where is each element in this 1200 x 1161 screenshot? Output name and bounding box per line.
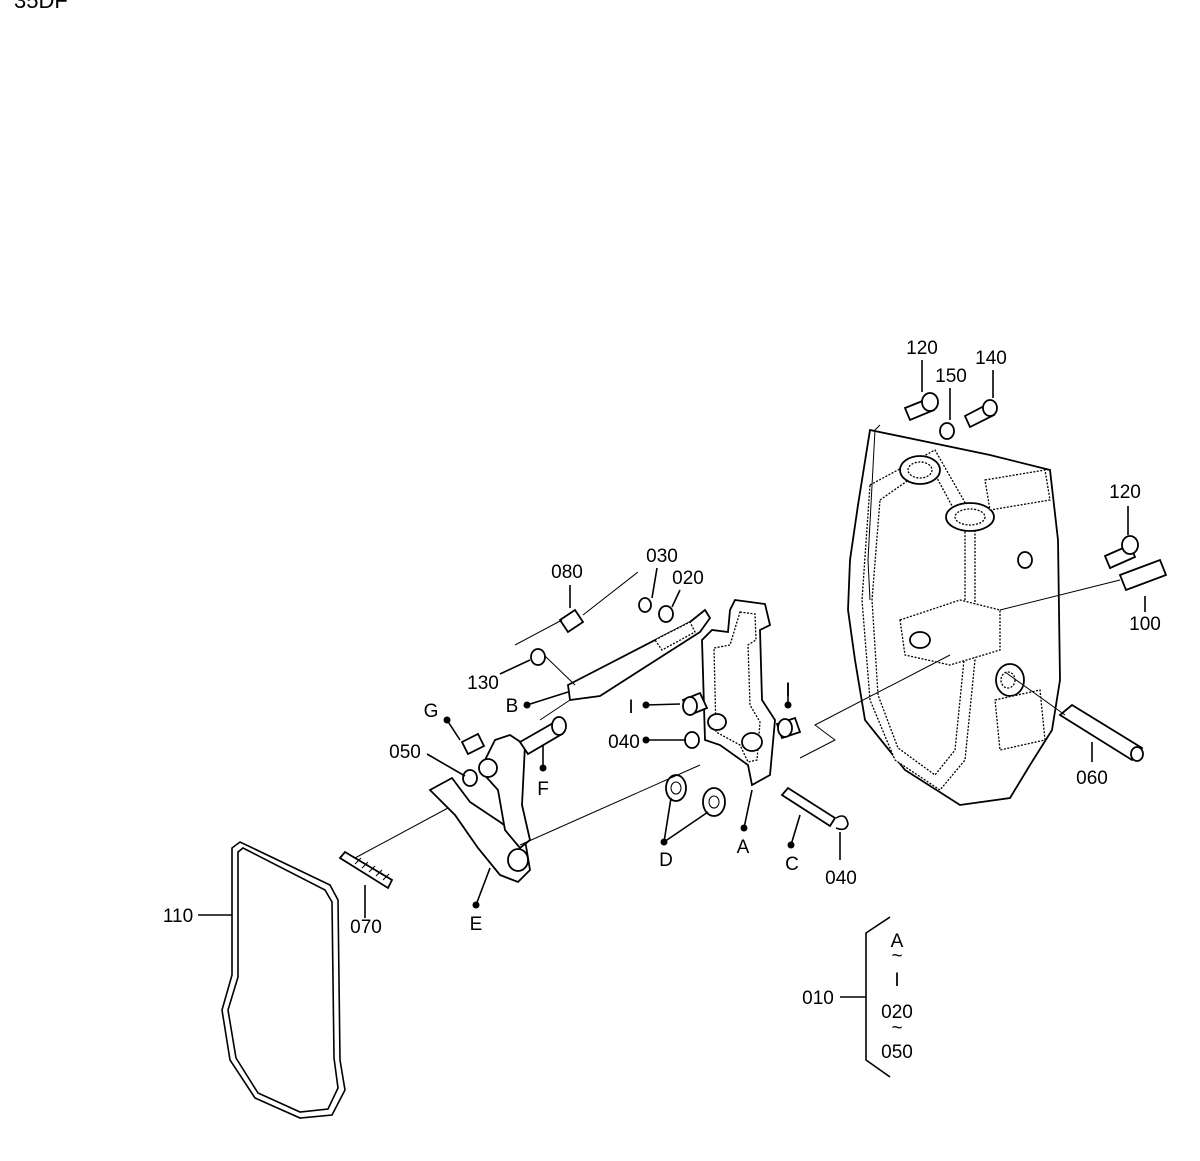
gasket-110 xyxy=(221,841,346,1119)
callout-050: 050 xyxy=(389,742,421,763)
callout-i-left: I xyxy=(628,697,633,718)
stud-bolt-100 xyxy=(1118,558,1168,592)
bolt-140 xyxy=(963,399,998,429)
callout-labels: 120 150 140 120 100 060 080 030 020 130 … xyxy=(163,338,1161,938)
kit-line-i: I xyxy=(894,970,899,991)
nut-030 xyxy=(638,597,652,613)
callout-140: 140 xyxy=(975,348,1007,369)
washer-020 xyxy=(658,605,674,623)
gear-case-housing xyxy=(847,428,1061,806)
kit-line-050: 050 xyxy=(881,1042,913,1063)
callout-110: 110 xyxy=(163,906,193,927)
leader-dots xyxy=(443,701,795,909)
spring-070 xyxy=(338,850,394,890)
kit-tilde-2: ~ xyxy=(891,1018,902,1039)
collar-i-right xyxy=(775,716,802,740)
lever-e xyxy=(428,734,532,884)
callout-030: 030 xyxy=(646,546,678,567)
nut-050 xyxy=(462,769,478,787)
spring-080 xyxy=(558,571,639,634)
bushing-d-1 xyxy=(665,774,687,802)
washer-040-left xyxy=(684,731,700,749)
bolt-120-right xyxy=(1103,535,1139,570)
callout-120-right: 120 xyxy=(1109,482,1141,503)
collar-i-left xyxy=(681,691,709,717)
callout-c: C xyxy=(785,854,799,875)
callout-b: B xyxy=(506,696,519,717)
callout-150: 150 xyxy=(935,366,967,387)
callout-i-right: I xyxy=(785,680,790,701)
kit-bracket-010: 010 A ~ I 020 ~ 050 xyxy=(802,916,913,1078)
bolt-120-top xyxy=(903,392,939,422)
callout-130: 130 xyxy=(467,673,499,694)
callout-a: A xyxy=(737,837,750,858)
callout-100: 100 xyxy=(1129,614,1161,635)
kit-line-020: 020 xyxy=(881,1002,913,1023)
callout-070: 070 xyxy=(350,917,382,938)
callout-f: F xyxy=(537,779,549,800)
governor-lever-plate xyxy=(701,599,776,787)
callout-d: D xyxy=(659,850,673,871)
pin-060 xyxy=(1058,703,1144,762)
callout-e: E xyxy=(470,914,483,935)
kit-line-a: A xyxy=(891,931,904,952)
leader-lines xyxy=(198,360,1146,918)
bushing-d-2 xyxy=(702,787,726,817)
washer-150 xyxy=(939,422,955,440)
callout-g: G xyxy=(424,701,439,722)
assembly-lines xyxy=(354,424,1121,859)
shaft-c xyxy=(780,786,837,828)
callout-040-left: 040 xyxy=(608,732,640,753)
kit-number: 010 xyxy=(802,988,834,1009)
bolt-f xyxy=(518,716,567,756)
kit-tilde-1: ~ xyxy=(891,946,902,967)
callout-080: 080 xyxy=(551,562,583,583)
set-screw-g xyxy=(460,732,486,756)
callout-040-right: 040 xyxy=(825,868,857,889)
link-plate-b xyxy=(567,608,712,702)
callout-120-top: 120 xyxy=(906,338,938,359)
nut-130 xyxy=(530,648,546,666)
callout-020: 020 xyxy=(672,568,704,589)
clip-040-right xyxy=(835,815,849,831)
page-title: 35DF xyxy=(14,0,68,13)
callout-060: 060 xyxy=(1076,768,1108,789)
